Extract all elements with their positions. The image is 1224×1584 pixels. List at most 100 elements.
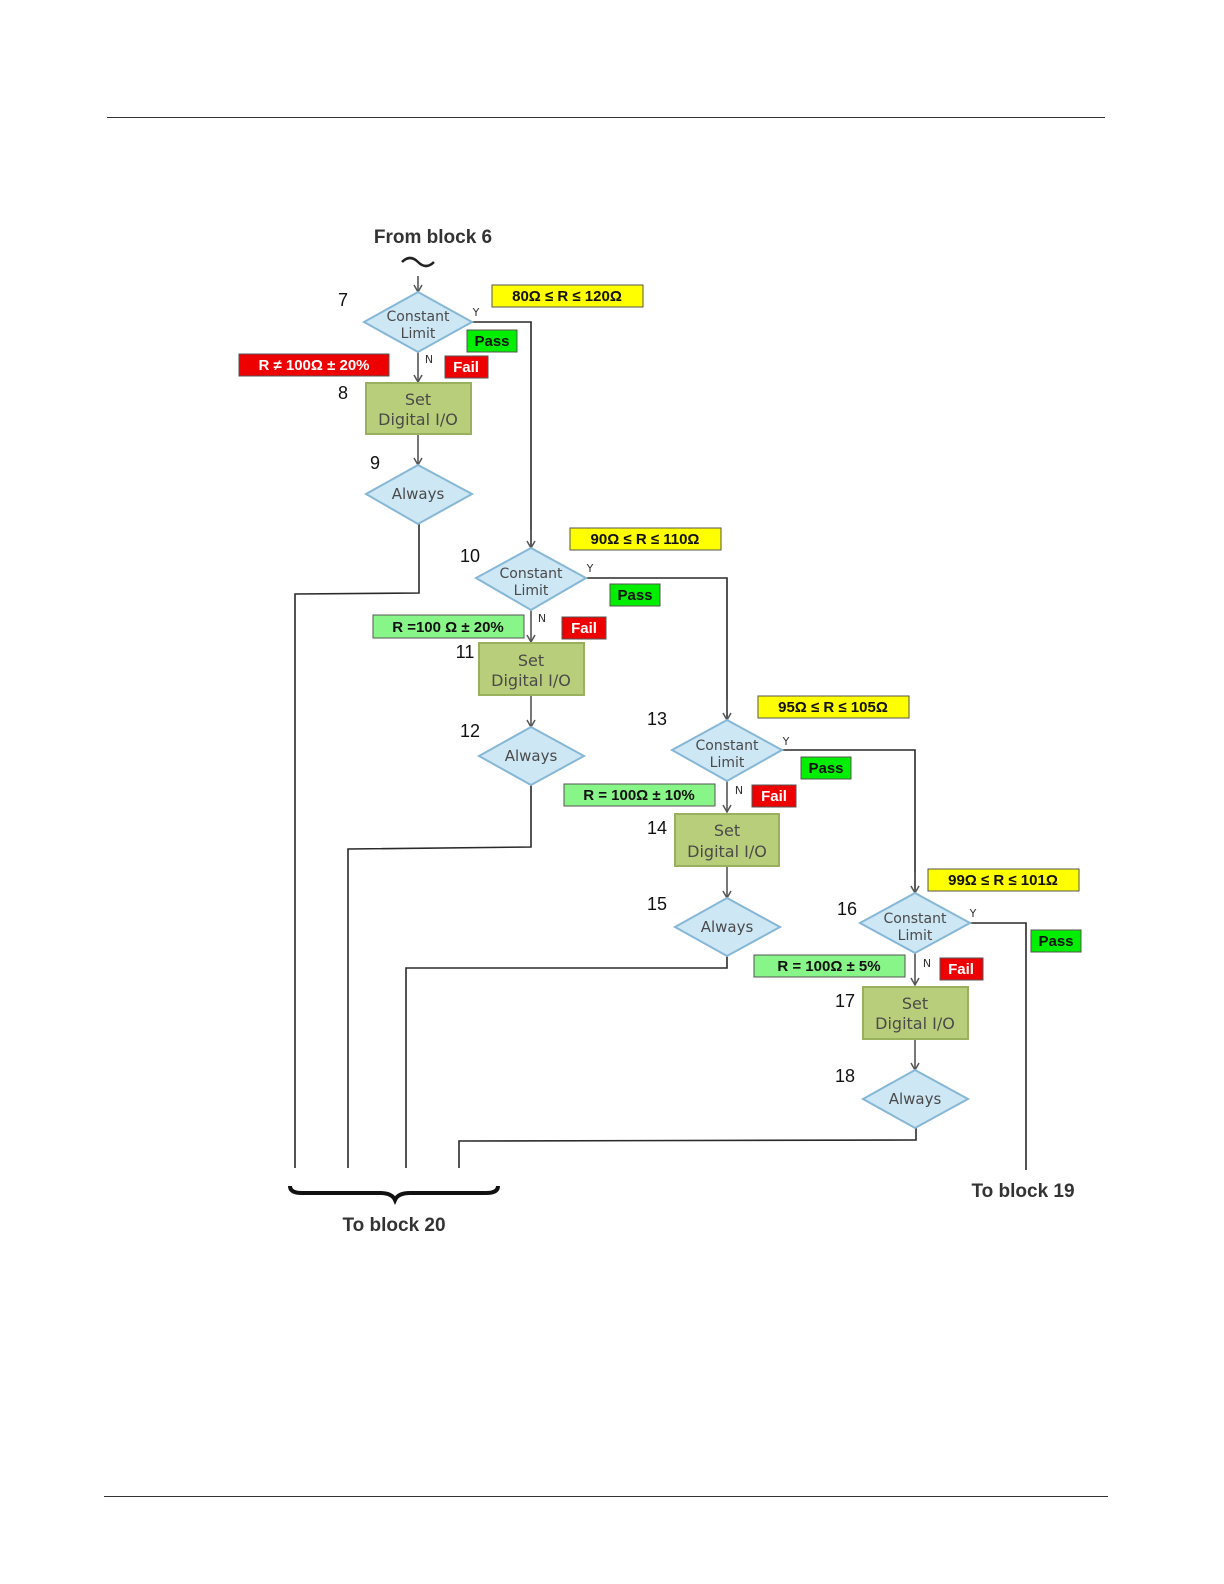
footer-rule [104, 1496, 1108, 1497]
process-14-line2: Digital I/O [687, 842, 767, 861]
always-block-9: Always [363, 463, 475, 526]
process-11-line1: Set [518, 651, 544, 670]
line-7-yes-to-10 [470, 321, 532, 547]
pass-tag-16-text: Pass [1038, 933, 1073, 950]
decision-block-16: Constant Limit [857, 891, 973, 955]
line-12-to-block-20 [347, 785, 532, 1168]
yes-label-16: Y [969, 907, 977, 920]
from-block-label: From block 6 [374, 227, 492, 248]
decision-7-line2: Limit [401, 326, 436, 342]
always-block-18: Always [860, 1068, 971, 1130]
decision-7-line1: Constant [387, 309, 450, 325]
yes-label-7: Y [472, 306, 480, 319]
range-tag-13-text: 95Ω ≤ R ≤ 105Ω [778, 699, 888, 716]
block-number-11: 11 [456, 642, 475, 662]
line-13-yes-to-16 [781, 749, 916, 892]
decision-16-line1: Constant [884, 911, 947, 927]
decision-block-13: Constant Limit [669, 718, 785, 783]
range-tag-16-text: 99Ω ≤ R ≤ 101Ω [948, 872, 1058, 889]
block-number-7: 7 [338, 290, 348, 310]
range-tag-16: 99Ω ≤ R ≤ 101Ω [927, 868, 1080, 892]
pass-tag-13-text: Pass [808, 760, 843, 777]
decision-block-7: Constant Limit [361, 290, 475, 354]
process-17-line1: Set [902, 994, 928, 1013]
pass-tag-10-text: Pass [617, 587, 652, 604]
pass-tag-10: Pass [609, 583, 661, 607]
range-tag-7: 80Ω ≤ R ≤ 120Ω [491, 284, 644, 308]
line-16-yes-to-block-19 [969, 922, 1027, 1170]
decision-16-line2: Limit [898, 928, 933, 944]
pass-tag-13: Pass [800, 756, 852, 780]
no-label-7: N [425, 353, 433, 366]
yes-label-13: Y [782, 735, 790, 748]
no-label-10: N [538, 612, 546, 625]
condition-tag-17: R = 100Ω ± 5% [753, 954, 906, 978]
always-18-label: Always [889, 1090, 942, 1108]
block-number-17: 17 [835, 991, 855, 1011]
block-number-14: 14 [647, 818, 667, 838]
condition-tag-11: R =100 Ω ± 20% [372, 614, 525, 639]
always-block-12: Always [476, 725, 587, 787]
fail-tag-7-text: Fail [453, 359, 479, 376]
yes-label-10: Y [586, 562, 594, 575]
always-block-15: Always [672, 896, 783, 958]
range-tag-13: 95Ω ≤ R ≤ 105Ω [757, 695, 910, 719]
line-18-to-block-20 [458, 1128, 917, 1168]
pass-tag-16: Pass [1030, 929, 1082, 953]
block-number-12: 12 [460, 721, 480, 741]
always-15-label: Always [701, 918, 754, 936]
line-15-to-block-20 [405, 956, 728, 1168]
pass-tag-7-text: Pass [474, 333, 509, 350]
process-block-14: Set Digital I/O [674, 813, 780, 867]
decision-10-line1: Constant [500, 566, 563, 582]
block-number-16: 16 [837, 899, 857, 919]
fail-tag-16: Fail [939, 957, 984, 981]
condition-tag-8-text: R ≠ 100Ω ± 20% [258, 357, 369, 374]
no-label-13: N [735, 784, 743, 797]
process-11-line2: Digital I/O [491, 671, 571, 690]
block-number-9: 9 [370, 453, 380, 473]
block-number-8: 8 [338, 383, 348, 403]
decision-13-line1: Constant [696, 738, 759, 754]
block-20-brace [288, 1185, 500, 1206]
break-tilde [401, 256, 435, 268]
always-9-label: Always [392, 485, 445, 503]
process-8-line1: Set [405, 390, 431, 409]
header-rule [107, 117, 1105, 118]
range-tag-10: 90Ω ≤ R ≤ 110Ω [569, 527, 722, 551]
fail-tag-10: Fail [561, 616, 607, 640]
decision-10-line2: Limit [514, 583, 549, 599]
process-8-line2: Digital I/O [378, 410, 458, 429]
decision-13-line2: Limit [710, 755, 745, 771]
condition-tag-11-text: R =100 Ω ± 20% [392, 619, 504, 636]
process-block-17: Set Digital I/O [862, 986, 969, 1040]
process-block-11: Set Digital I/O [478, 642, 585, 696]
range-tag-10-text: 90Ω ≤ R ≤ 110Ω [591, 531, 700, 548]
pass-tag-7: Pass [466, 329, 518, 353]
fail-tag-13-text: Fail [761, 788, 787, 805]
block-number-15: 15 [647, 894, 667, 914]
line-9-to-block-20 [294, 524, 420, 1168]
no-label-16: N [923, 957, 931, 970]
line-10-yes-to-13 [585, 577, 728, 720]
condition-tag-14: R = 100Ω ± 10% [563, 783, 716, 807]
condition-tag-8: R ≠ 100Ω ± 20% [238, 353, 390, 377]
always-12-label: Always [505, 747, 558, 765]
to-block-20-label: To block 20 [342, 1215, 445, 1236]
range-tag-7-text: 80Ω ≤ R ≤ 120Ω [512, 288, 622, 305]
condition-tag-14-text: R = 100Ω ± 10% [583, 787, 695, 804]
fail-tag-16-text: Fail [948, 961, 974, 978]
condition-tag-17-text: R = 100Ω ± 5% [777, 958, 880, 975]
process-17-line2: Digital I/O [875, 1014, 955, 1033]
to-block-19-label: To block 19 [971, 1181, 1074, 1202]
block-number-10: 10 [460, 546, 480, 566]
fail-tag-10-text: Fail [571, 620, 597, 637]
process-block-8: Set Digital I/O [365, 382, 472, 435]
block-number-18: 18 [835, 1066, 855, 1086]
decision-block-10: Constant Limit [473, 546, 589, 612]
process-14-line1: Set [714, 821, 740, 840]
block-number-13: 13 [647, 709, 667, 729]
fail-tag-13: Fail [751, 784, 797, 808]
fail-tag-7: Fail [444, 355, 489, 379]
